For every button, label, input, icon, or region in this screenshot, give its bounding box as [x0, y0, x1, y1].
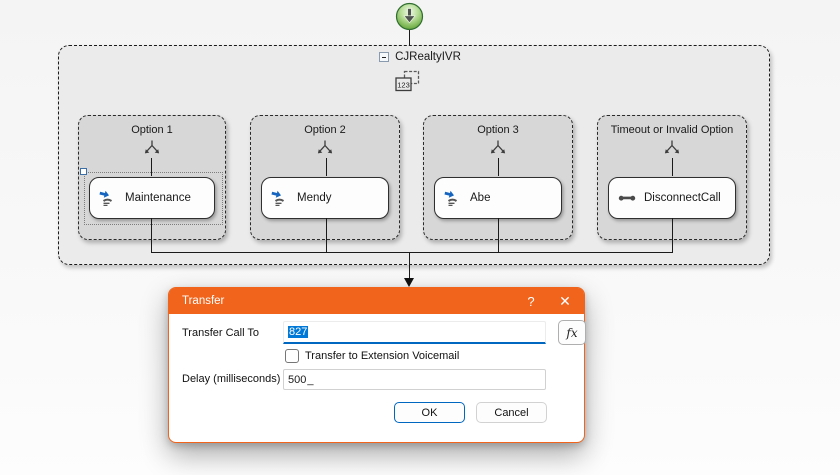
component-name: Mendy [297, 192, 332, 204]
component-name: Abe [470, 192, 491, 204]
svg-text:123: 123 [397, 81, 410, 90]
cancel-button[interactable]: Cancel [476, 402, 547, 423]
branch-split-icon [315, 140, 335, 161]
start-node-icon [395, 2, 424, 31]
flow-arrowhead [404, 278, 414, 287]
option-label: Option 2 [304, 124, 346, 136]
branch-split-icon [142, 140, 162, 161]
menu-header: CJRealtyIVR [0, 51, 840, 63]
disconnect-call-component[interactable]: DisconnectCall [608, 177, 736, 219]
option-label: Option 3 [477, 124, 519, 136]
connector-out-1 [151, 218, 152, 252]
ok-button[interactable]: OK [394, 402, 465, 423]
disconnect-call-icon [618, 195, 636, 201]
option-branch-3[interactable]: Option 3 Abe [423, 115, 573, 240]
delay-input[interactable]: 500_ [283, 369, 546, 390]
connector-out-2 [326, 218, 327, 252]
selection-handle[interactable] [80, 168, 87, 175]
option-label: Timeout or Invalid Option [610, 124, 734, 136]
connector-into-comp-1 [151, 158, 152, 176]
transfer-icon [99, 190, 113, 206]
component-name: Maintenance [125, 192, 191, 204]
selected-text: 827 [288, 326, 309, 338]
transfer-component-mendy[interactable]: Mendy [261, 177, 389, 219]
text-cursor: _ [307, 373, 314, 386]
dialog-title: Transfer [182, 295, 225, 307]
connector-into-comp-3 [498, 158, 499, 176]
menu-title: CJRealtyIVR [395, 51, 461, 63]
close-icon[interactable]: ✕ [559, 292, 571, 309]
transfer-call-to-input[interactable]: 827 [283, 321, 546, 344]
component-name: DisconnectCall [644, 192, 721, 204]
collapse-minus-icon[interactable] [379, 52, 390, 62]
fx-expression-button[interactable]: fx [558, 320, 586, 345]
help-button[interactable]: ? [527, 293, 535, 309]
voicemail-checkbox[interactable] [285, 349, 299, 363]
connector-start-to-container [409, 30, 410, 45]
delay-value: 500 [288, 373, 307, 386]
transfer-icon [271, 190, 285, 206]
option-branch-1[interactable]: Option 1 Maintenance [78, 115, 226, 240]
connector-into-comp-2 [326, 158, 327, 176]
delay-label: Delay (milliseconds) [182, 373, 281, 385]
connector-into-comp-4 [672, 158, 673, 176]
transfer-call-to-label: Transfer Call To [182, 327, 260, 339]
option-label: Option 1 [131, 124, 173, 136]
user-input-123-icon: 123 [394, 70, 421, 98]
transfer-icon [444, 190, 458, 206]
dialog-titlebar[interactable]: Transfer [169, 288, 584, 314]
connector-out-4 [672, 218, 673, 252]
branch-split-icon [662, 140, 682, 161]
transfer-component-maintenance[interactable]: Maintenance [89, 177, 215, 219]
transfer-dialog: Transfer ? ✕ Transfer Call To 827 fx Tra… [168, 287, 586, 443]
branch-split-icon [488, 140, 508, 161]
transfer-component-abe[interactable]: Abe [434, 177, 562, 219]
connector-to-dialog [409, 252, 410, 278]
connector-out-3 [498, 218, 499, 252]
connector-merge-line [151, 252, 673, 253]
voicemail-checkbox-label: Transfer to Extension Voicemail [305, 350, 460, 362]
option-branch-2[interactable]: Option 2 Mendy [250, 115, 400, 240]
